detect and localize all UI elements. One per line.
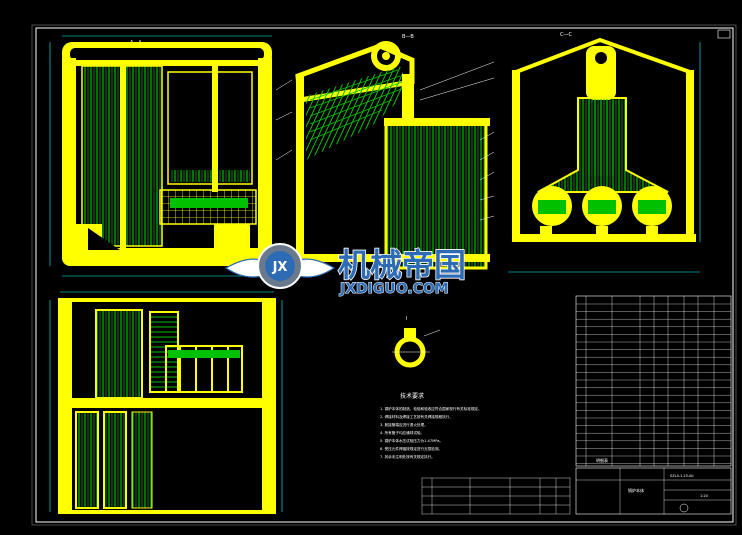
technical-notes: 技术要求 1. 锅炉本体的制造、检验和验收应符合国家现行有关标准规定。 2. 焊… [380, 392, 482, 459]
right-view: C—C [508, 32, 701, 273]
plan-view: D—D [49, 291, 283, 514]
note-7: 7. 其余未注明处按有关规定执行。 [380, 454, 435, 459]
lower-drums [532, 186, 672, 226]
drawing-title: 锅炉本体 [628, 487, 644, 493]
note-1: 1. 锅炉本体的制造、检验和验收应符合国家现行有关标准规定。 [380, 406, 482, 411]
note-6: 6. 受压元件焊缝按规定进行无损检测。 [380, 446, 442, 451]
note-4: 4. 所有管子均应通球试验。 [380, 430, 424, 435]
sheet-border [35, 27, 734, 523]
side-view: B—B [295, 34, 495, 270]
note-5: 5. 锅炉本体水压试验压力为1.47MPa。 [380, 438, 443, 443]
watermark-english: JXDIGUO.COM [339, 281, 449, 297]
detail-view-title: I [406, 316, 407, 322]
bom-title: 明细表 [596, 457, 608, 463]
front-view: A—A [49, 35, 293, 277]
detail-view: I [392, 316, 441, 368]
notes-title: 技术要求 [400, 392, 424, 400]
bom-bottom-table [421, 477, 571, 515]
drawing-scale: 1:20 [700, 494, 708, 498]
note-3: 3. 胀接管端应进行退火处理。 [380, 422, 428, 427]
watermark-chinese: 机械帝国 [338, 246, 466, 284]
bom-table: 明细表 [575, 295, 732, 467]
side-view-title: B—B [402, 34, 414, 40]
right-view-title: C—C [560, 32, 572, 38]
note-2: 2. 焊接材料及焊接工艺按有关焊接规程执行。 [380, 414, 453, 419]
title-block: 锅炉本体 SZL4-1.25-AII 1:20 [575, 467, 732, 515]
watermark: JX 机械帝国 JXDIGUO.COM [224, 243, 467, 298]
company-logo-icon [679, 503, 689, 513]
emblem-letters: JX [272, 260, 288, 275]
drawing-number: SZL4-1.25-AII [670, 474, 694, 478]
